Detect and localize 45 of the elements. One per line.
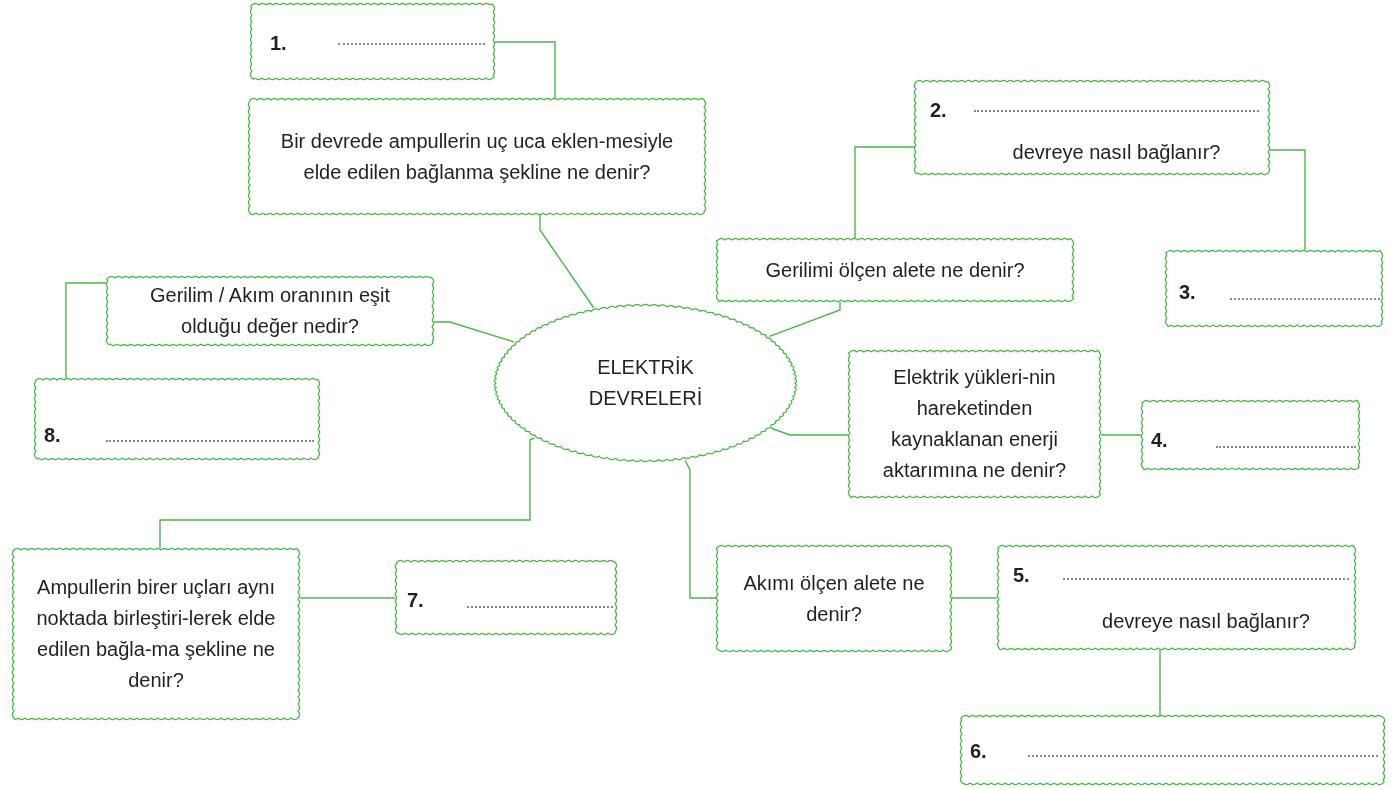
connector-line [770,427,849,436]
question-text: Bir devrede ampullerin uç uca eklen-mesiyle elde edilen bağlanma şekline ne denir? [279,128,675,185]
question-box [716,238,1074,302]
question-box [716,545,952,652]
question-text: Akımı ölçen alete ne denir? [742,570,926,627]
topic-title: ELEKTRİK DEVRELERİ [587,355,704,411]
item-number: 4. [1151,428,1168,452]
connector-line [299,597,396,599]
connector-line [433,321,516,343]
connector-line [159,437,536,549]
answer-box [997,545,1356,650]
item-number: 8. [44,423,61,447]
connector-line [539,214,595,309]
item-number: 7. [407,588,424,612]
item-number: 1. [270,31,287,55]
answer-box [914,80,1270,175]
question-text: Gerilim / Akım oranının eşit olduğu değer nedir? [148,283,392,339]
item-number: 5. [1013,563,1030,587]
question-box [848,350,1101,498]
connector-line [854,146,915,239]
connector-line [684,459,717,599]
question-text: Gerilimi ölçen alete ne denir? [765,257,1025,283]
connector-line [494,41,556,99]
question-box [248,98,706,215]
question-box [106,276,434,346]
question-text: devreye nasıl bağlanır? [1011,140,1222,164]
item-number: 3. [1179,280,1196,304]
question-text: Ampullerin birer uçları aynı noktada birleştiri-lerek elde edilen bağla-ma şekline ne denir? [35,575,277,693]
question-box [12,548,300,720]
answer-box [395,560,617,635]
answer-box [960,715,1385,785]
connector-line [768,301,841,338]
answer-box [1165,250,1383,327]
connector-line [1159,649,1161,716]
connector-line [1100,434,1142,436]
answer-box [250,3,495,80]
answer-box [34,378,320,460]
connector-line [1269,149,1306,251]
connector-line [951,597,998,599]
item-number: 2. [930,98,947,122]
question-text: Elektrik yükleri-nin hareketinden kaynaklanan enerji aktarımına ne denir? [881,365,1068,483]
question-text: devreye nasıl bağlanır? [1101,609,1311,633]
item-number: 6. [970,739,987,763]
answer-box [1141,400,1360,470]
connector-line [65,282,107,379]
